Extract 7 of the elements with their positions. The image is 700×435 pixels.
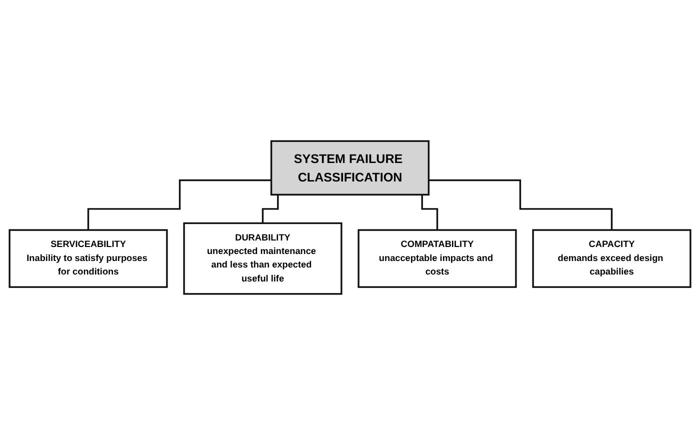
node-box: DURABILITY unexpected maintenance and less than expected useful life: [183, 222, 342, 295]
node-box: COMPATABILITY unacceptable impacts and costs: [358, 229, 517, 288]
node-box: SERVICEABILITY Inability to satisfy purposes for conditions: [8, 229, 168, 288]
connector: [428, 179, 613, 231]
connector: [87, 179, 272, 231]
node-box: SYSTEM FAILURE CLASSIFICATION: [270, 140, 430, 196]
node-box: CAPACITY demands exceed design capabilies: [532, 229, 692, 288]
